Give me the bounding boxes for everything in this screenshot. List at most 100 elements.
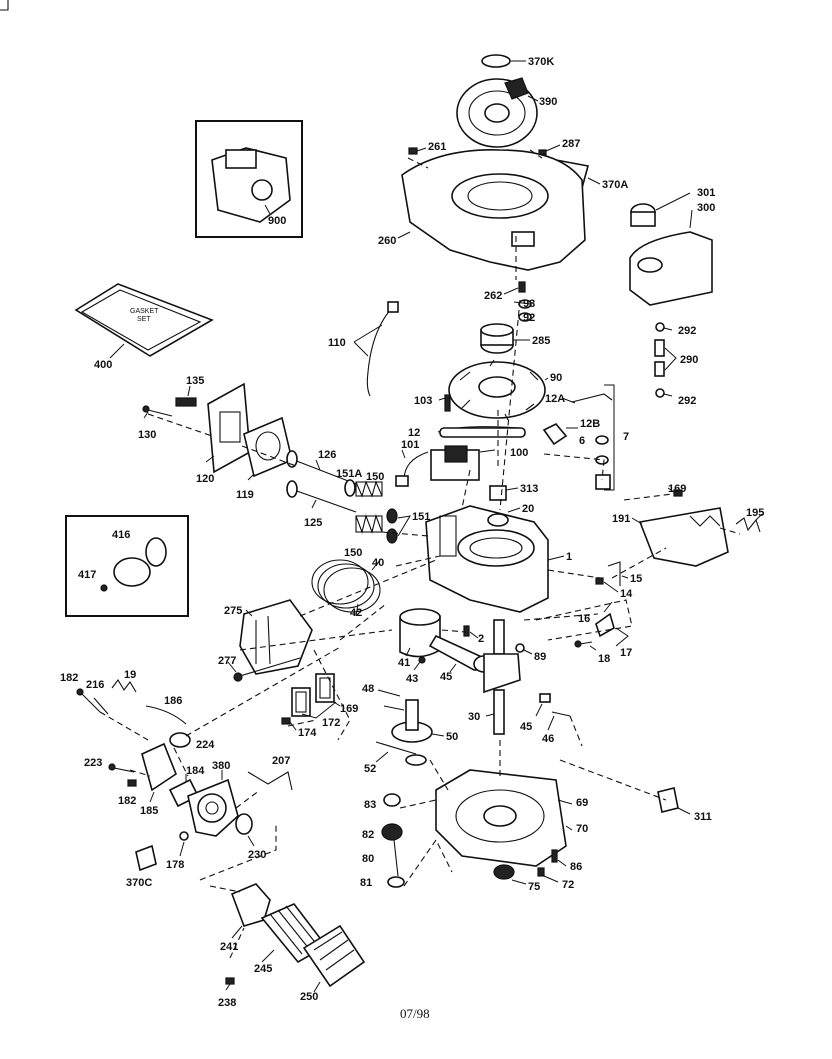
- label-86: 86: [570, 861, 582, 873]
- part-292-clamp-top: [655, 322, 673, 332]
- part-50-camshaft: [391, 699, 445, 743]
- label-182-bottom: 182: [118, 795, 136, 807]
- part-169-gasket: [315, 673, 341, 707]
- label-135: 135: [186, 375, 204, 387]
- part-86-screw: [551, 849, 567, 867]
- part-52-tappets: [375, 741, 427, 766]
- part-1-cylinder-block: [425, 505, 565, 613]
- label-400: 400: [94, 359, 112, 371]
- label-216: 216: [86, 679, 104, 691]
- label-119: 119: [236, 489, 254, 501]
- label-126: 126: [318, 449, 336, 461]
- part-42-rings-leader: [355, 603, 359, 617]
- label-292-top: 292: [678, 325, 696, 337]
- part-311-clip: [657, 787, 691, 815]
- label-18: 18: [598, 653, 610, 665]
- part-16-governor-shaft: [595, 601, 615, 638]
- part-89-screw: [515, 643, 533, 655]
- part-290-fuel-line: [654, 339, 677, 377]
- label-169-top: 169: [668, 483, 686, 495]
- label-92: 92: [523, 312, 535, 324]
- part-119-head-gasket: [243, 416, 293, 481]
- corner-mark: [0, 0, 9, 11]
- label-285: 285: [532, 335, 550, 347]
- label-370K: 370K: [528, 56, 554, 68]
- part-93-washer: [513, 299, 532, 309]
- label-12B: 12B: [580, 418, 600, 430]
- label-186: 186: [164, 695, 182, 707]
- part-75-seal: [493, 864, 527, 885]
- label-416: 416: [112, 529, 130, 541]
- part-223-screw: [108, 763, 135, 773]
- label-41: 41: [398, 657, 410, 669]
- label-260: 260: [378, 235, 396, 247]
- label-151: 151: [412, 511, 430, 523]
- label-1: 1: [566, 551, 572, 563]
- part-41-piston: [399, 608, 441, 658]
- label-12: 12: [408, 427, 420, 439]
- label-46: 46: [542, 733, 554, 745]
- label-241: 241: [220, 941, 238, 953]
- label-7: 7: [623, 431, 629, 443]
- label-17: 17: [620, 647, 632, 659]
- part-110-spark-plug-wire: [353, 301, 399, 397]
- part-83-seal: [383, 793, 401, 807]
- part-15-lever: [607, 561, 629, 586]
- part-45-screw: [535, 693, 551, 717]
- footer-date-code: 07/98: [400, 1006, 430, 1021]
- label-110: 110: [328, 337, 346, 349]
- label-42: 42: [350, 607, 362, 619]
- label-52: 52: [364, 763, 376, 775]
- engine-inset-box: [195, 120, 303, 238]
- part-216-link: [93, 697, 109, 715]
- part-174-screw: [281, 717, 297, 731]
- label-72: 72: [562, 879, 574, 891]
- label-2: 2: [478, 633, 484, 645]
- label-287: 287: [562, 138, 580, 150]
- part-287-screw: [538, 144, 561, 156]
- part-285-starter-cup: [480, 323, 530, 354]
- label-262: 262: [484, 290, 502, 302]
- label-15: 15: [630, 573, 642, 585]
- label-185: 185: [140, 805, 158, 817]
- part-17-lever: [615, 627, 629, 647]
- part-19-spring: [111, 679, 137, 693]
- label-48: 48: [362, 683, 374, 695]
- label-380: 380: [212, 760, 230, 772]
- label-151A: 151A: [336, 468, 362, 480]
- part-48-screws: [377, 689, 405, 711]
- label-184: 184: [186, 765, 205, 777]
- label-75: 75: [528, 881, 540, 893]
- part-400-gasket-set: [74, 283, 214, 359]
- part-172-gasket: [291, 687, 337, 719]
- label-900: 900: [268, 215, 286, 227]
- part-126-intake-valve: [286, 450, 357, 485]
- label-169-gasket: 169: [340, 703, 358, 715]
- label-120: 120: [196, 473, 214, 485]
- part-224-fitting: [169, 732, 191, 748]
- part-301-fuel-cap: [630, 192, 691, 227]
- gasket-set-text-line2: SET: [137, 316, 151, 323]
- label-174: 174: [298, 727, 317, 739]
- label-238: 238: [218, 997, 236, 1009]
- label-195: 195: [746, 507, 764, 519]
- label-261: 261: [428, 141, 446, 153]
- part-230-seal: [235, 813, 255, 847]
- label-311: 311: [694, 811, 712, 823]
- part-12-ground-wire: [437, 426, 526, 438]
- label-230: 230: [248, 849, 266, 861]
- part-250-cover: [302, 924, 366, 993]
- part-185-carb-bracket: [141, 742, 177, 803]
- label-103: 103: [414, 395, 432, 407]
- part-30-crankshaft: [483, 619, 521, 735]
- label-130: 130: [138, 429, 156, 441]
- part-46-screw: [547, 711, 571, 731]
- label-245: 245: [254, 963, 272, 975]
- part-150-valve-spring-lower: [355, 514, 383, 534]
- label-370A: 370A: [602, 179, 628, 191]
- label-178: 178: [166, 859, 184, 871]
- label-301: 301: [697, 187, 715, 199]
- part-178-screw: [179, 831, 189, 857]
- part-72-plug: [537, 867, 559, 883]
- part-150-valve-spring-upper: [355, 480, 383, 498]
